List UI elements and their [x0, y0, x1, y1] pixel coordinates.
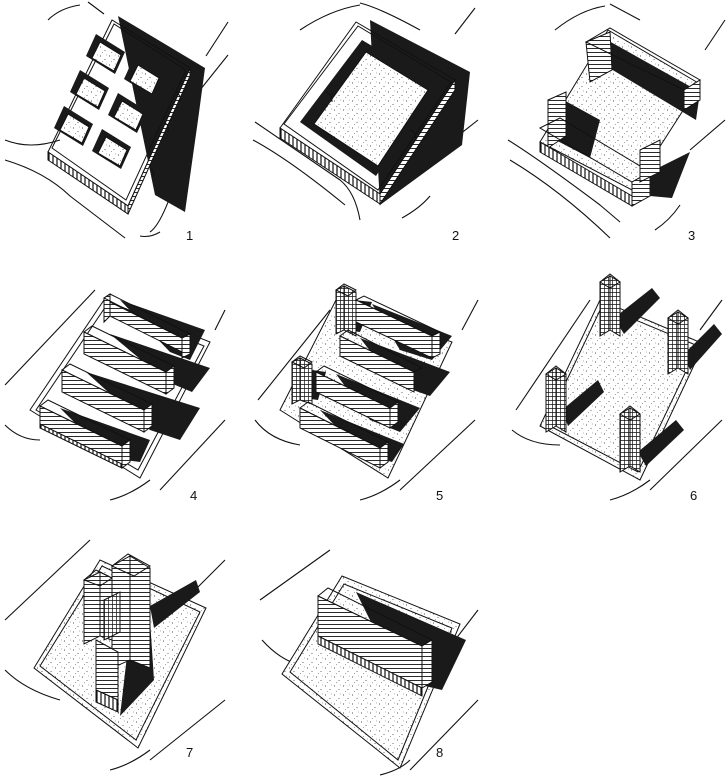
panel-6: 6: [511, 273, 723, 503]
tower-south: [619, 405, 684, 473]
courtyard: [313, 51, 429, 167]
slab-lower-2: [299, 401, 404, 469]
panel-5: 5: [254, 283, 479, 503]
perimeter-block-roof: [51, 23, 187, 201]
street-network: [511, 299, 723, 501]
building-shadow: [150, 580, 200, 628]
panel-4: 4: [4, 289, 226, 503]
panel-1: 1: [4, 1, 229, 243]
street-network: [4, 289, 226, 501]
tower-west: [545, 365, 604, 433]
slab-row-2: [83, 325, 210, 395]
panel-3: 3: [507, 3, 726, 243]
panel-number: 7: [186, 745, 193, 760]
slab-lower-1: [315, 365, 420, 432]
panel-number: 6: [690, 488, 697, 503]
panel-number: 4: [190, 488, 197, 503]
panel-8: 8: [259, 549, 479, 776]
slab-row-1: [103, 293, 205, 360]
panel-number: 3: [688, 228, 695, 243]
tower-north: [599, 273, 660, 337]
courtyard-block-roof: [283, 25, 452, 191]
tower-slab: [83, 553, 151, 713]
street-network: [507, 3, 726, 239]
slab-upper: [354, 295, 452, 360]
slab-row-4: [39, 399, 150, 469]
panel-number: 8: [436, 745, 443, 760]
panel-2: 2: [252, 2, 479, 243]
slab-middle: [339, 329, 450, 396]
panel-number: 2: [452, 228, 459, 243]
courtyard-grid: [54, 34, 163, 169]
street-network: [4, 539, 226, 771]
tower-east: [667, 309, 722, 375]
street-network: [4, 1, 229, 239]
panel-number: 5: [436, 488, 443, 503]
panel-number: 1: [186, 228, 193, 243]
panel-7: 7: [4, 539, 226, 771]
street-network: [254, 299, 479, 501]
slab-row-3: [61, 363, 200, 440]
long-slab: [317, 587, 434, 697]
